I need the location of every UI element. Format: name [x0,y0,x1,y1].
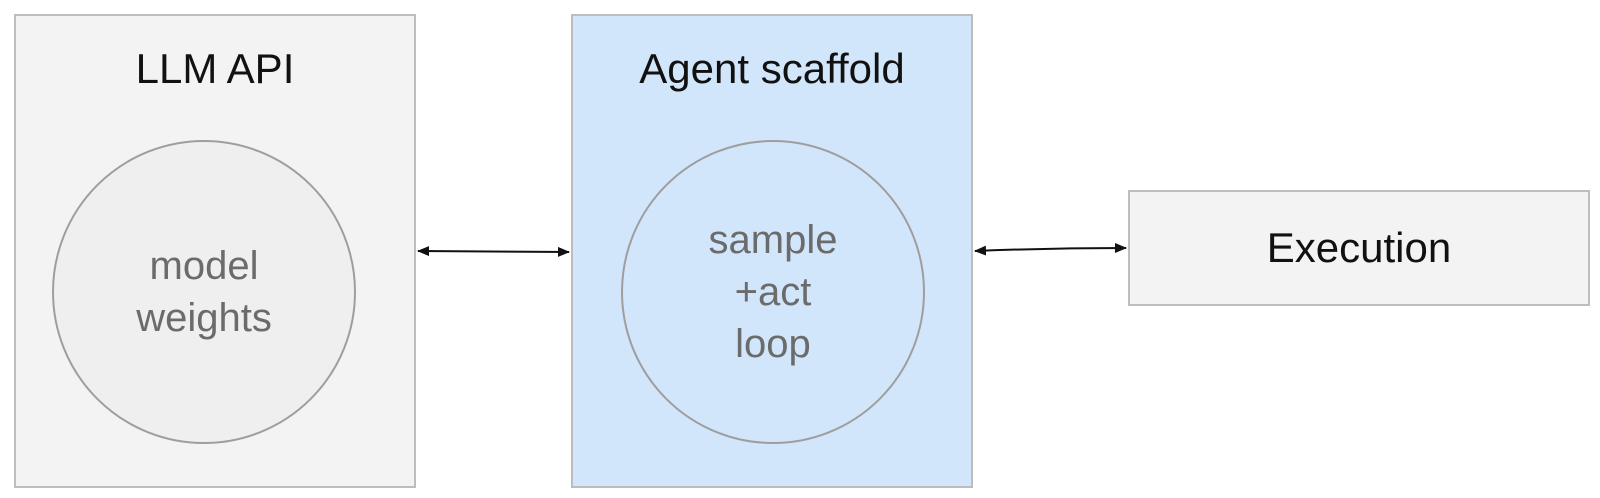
sample-act-loop-label: sample +act loop [709,214,838,370]
agent-scaffold-box: Agent scaffold sample +act loop [571,14,973,488]
execution-label: Execution [1266,224,1452,271]
llm-agent-bidirectional-arrow [417,246,570,257]
llm-api-title: LLM API [135,45,295,92]
model-weights-line-1: model [149,244,259,288]
model-weights-line-2: weights [136,296,272,340]
llm-api-box: LLM API model weights [14,14,416,488]
agent-execution-bidirectional-arrow [974,243,1127,256]
sample-act-loop-line-1: sample [708,218,838,262]
agent-scaffold-title: Agent scaffold [639,45,905,92]
model-weights-label: model weights [136,240,272,344]
sample-act-loop-circle: sample +act loop [621,140,925,444]
execution-box: Execution [1128,190,1590,306]
model-weights-circle: model weights [52,140,356,444]
sample-act-loop-line-3: loop [735,322,811,366]
sample-act-loop-line-2: +act [734,270,812,314]
